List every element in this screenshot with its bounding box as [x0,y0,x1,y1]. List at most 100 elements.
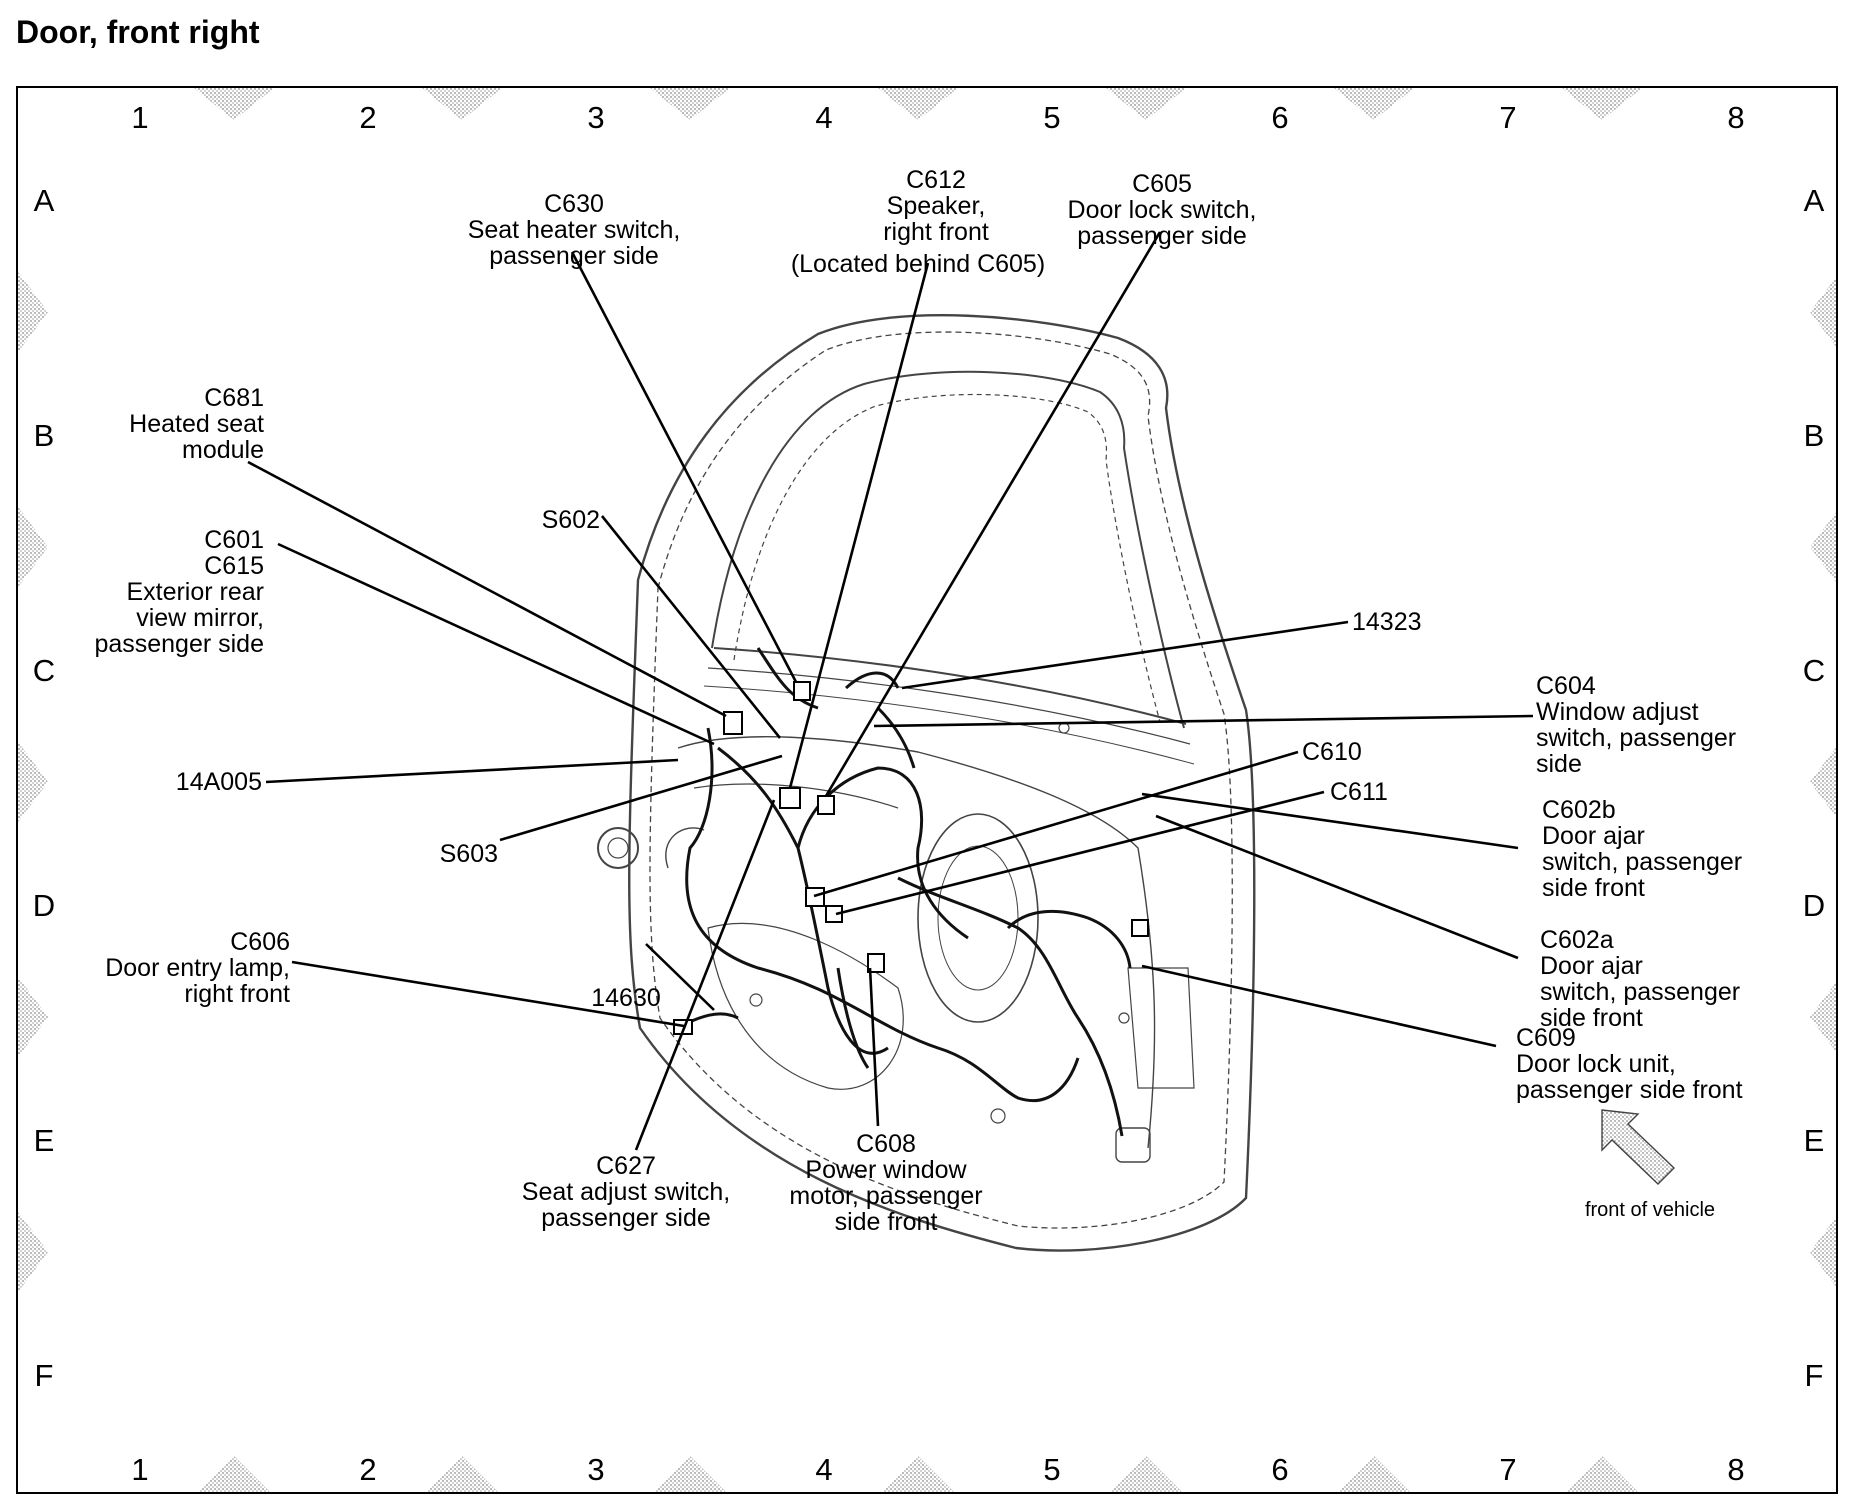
svg-text:Window adjust: Window adjust [1536,698,1699,726]
svg-text:Door lock unit,: Door lock unit, [1516,1050,1676,1078]
column-label: 4 [815,1452,832,1487]
row-label: A [1804,183,1825,218]
column-label: 6 [1271,100,1288,135]
svg-text:C630: C630 [544,190,604,218]
svg-text:right front: right front [184,980,290,1008]
svg-text:C610: C610 [1302,738,1362,766]
column-label: 6 [1271,1452,1288,1487]
row-labels-left: A B C D E F [33,183,55,1393]
svg-text:(Located behind C605): (Located behind C605) [791,250,1045,278]
svg-text:module: module [182,436,264,464]
svg-text:motor, passenger: motor, passenger [789,1182,982,1210]
connector-c611 [825,905,843,923]
svg-text:C602a: C602a [1540,926,1614,954]
svg-text:side front: side front [835,1208,938,1236]
callout-14a005: 14A005 [176,768,262,796]
svg-text:passenger side: passenger side [541,1204,711,1232]
svg-text:right front: right front [883,218,989,246]
callout-c602b: C602b Door ajar switch, passenger side f… [1542,796,1742,902]
callout-c681: C681 Heated seat module [129,384,264,464]
callout-c610: C610 [1302,738,1362,766]
svg-text:side: side [1536,750,1582,778]
callout-c601-c615: C601 C615 Exterior rear view mirror, pas… [94,526,264,658]
callout-c609: C609 Door lock unit, passenger side fron… [1516,1024,1743,1104]
row-label: D [1803,888,1825,923]
connector-c605 [817,795,835,815]
svg-text:switch, passenger: switch, passenger [1542,848,1742,876]
column-label: 7 [1499,100,1516,135]
svg-text:C606: C606 [230,928,290,956]
wiring-harness [675,647,1132,1137]
svg-text:C605: C605 [1132,170,1192,198]
row-label: E [1804,1123,1825,1158]
svg-text:C681: C681 [204,384,264,412]
svg-text:C612: C612 [906,166,966,194]
callout-s602: S602 [542,506,600,534]
column-label: 8 [1727,100,1744,135]
callout-c608: C608 Power window motor, passenger side … [789,1130,982,1236]
svg-text:Seat heater switch,: Seat heater switch, [468,216,681,244]
column-label: 4 [815,100,832,135]
svg-text:Exterior rear: Exterior rear [126,578,264,606]
svg-text:switch, passenger: switch, passenger [1540,978,1740,1006]
svg-text:Door lock switch,: Door lock switch, [1068,196,1257,224]
row-label: C [33,653,55,688]
row-label: E [34,1123,55,1158]
svg-text:C601: C601 [204,526,264,554]
callout-c627: C627 Seat adjust switch, passenger side [522,1152,730,1232]
svg-text:passenger side front: passenger side front [1516,1076,1743,1104]
svg-text:C615: C615 [204,552,264,580]
svg-text:Door entry lamp,: Door entry lamp, [105,954,290,982]
page-title: Door, front right [16,14,260,50]
svg-text:Speaker,: Speaker, [887,192,986,220]
diagram-frame: 1 2 3 4 5 6 7 8 1 2 3 4 5 6 7 8 A B C D … [16,86,1838,1494]
callout-14323: 14323 [1352,608,1422,636]
column-label: 8 [1727,1452,1744,1487]
callout-s603: S603 [440,840,498,868]
row-label: A [34,183,55,218]
connector-c612 [779,787,801,809]
row-label: B [34,418,55,453]
column-label: 5 [1043,100,1060,135]
svg-text:Heated seat: Heated seat [129,410,264,438]
row-label: F [1805,1358,1824,1393]
svg-text:C627: C627 [596,1152,656,1180]
column-label: 1 [131,100,148,135]
svg-text:side front: side front [1542,874,1645,902]
column-labels-bottom: 1 2 3 4 5 6 7 8 [131,1452,1744,1487]
svg-text:14630: 14630 [591,984,661,1012]
door-illustration [597,314,1256,1252]
svg-text:passenger side: passenger side [94,630,264,658]
connector-c602b [1131,919,1149,937]
column-label: 3 [587,100,604,135]
row-label: C [1803,653,1825,688]
svg-text:side front: side front [1540,1004,1643,1032]
row-label: B [1804,418,1825,453]
leader-lines [247,231,1534,1151]
front-of-vehicle-arrow-icon [1601,1109,1676,1185]
row-label: D [33,888,55,923]
svg-text:C604: C604 [1536,672,1596,700]
callout-c630: C630 Seat heater switch, passenger side [468,190,681,270]
connector-c608 [867,953,885,973]
svg-text:switch, passenger: switch, passenger [1536,724,1736,752]
callout-c606: C606 Door entry lamp, right front [105,928,290,1008]
svg-text:Power window: Power window [805,1156,967,1184]
grid-markers [18,88,1836,1492]
column-label: 2 [359,1452,376,1487]
svg-text:S602: S602 [542,506,600,534]
svg-text:Seat adjust switch,: Seat adjust switch, [522,1178,730,1206]
svg-text:view mirror,: view mirror, [136,604,264,632]
svg-text:14A005: 14A005 [176,768,262,796]
callout-c602a: C602a Door ajar switch, passenger side f… [1540,926,1740,1032]
svg-text:C602b: C602b [1542,796,1616,824]
connector-symbols [673,681,1149,1035]
row-labels-right: A B C D E F [1803,183,1825,1393]
svg-text:C608: C608 [856,1130,916,1158]
svg-text:passenger side: passenger side [1077,222,1247,250]
svg-text:Door ajar: Door ajar [1540,952,1643,980]
connector-c630 [793,681,811,701]
column-labels-top: 1 2 3 4 5 6 7 8 [131,100,1744,135]
callout-c605: C605 Door lock switch, passenger side [1068,170,1257,250]
door-wiring-diagram: 1 2 3 4 5 6 7 8 1 2 3 4 5 6 7 8 A B C D … [18,88,1836,1492]
